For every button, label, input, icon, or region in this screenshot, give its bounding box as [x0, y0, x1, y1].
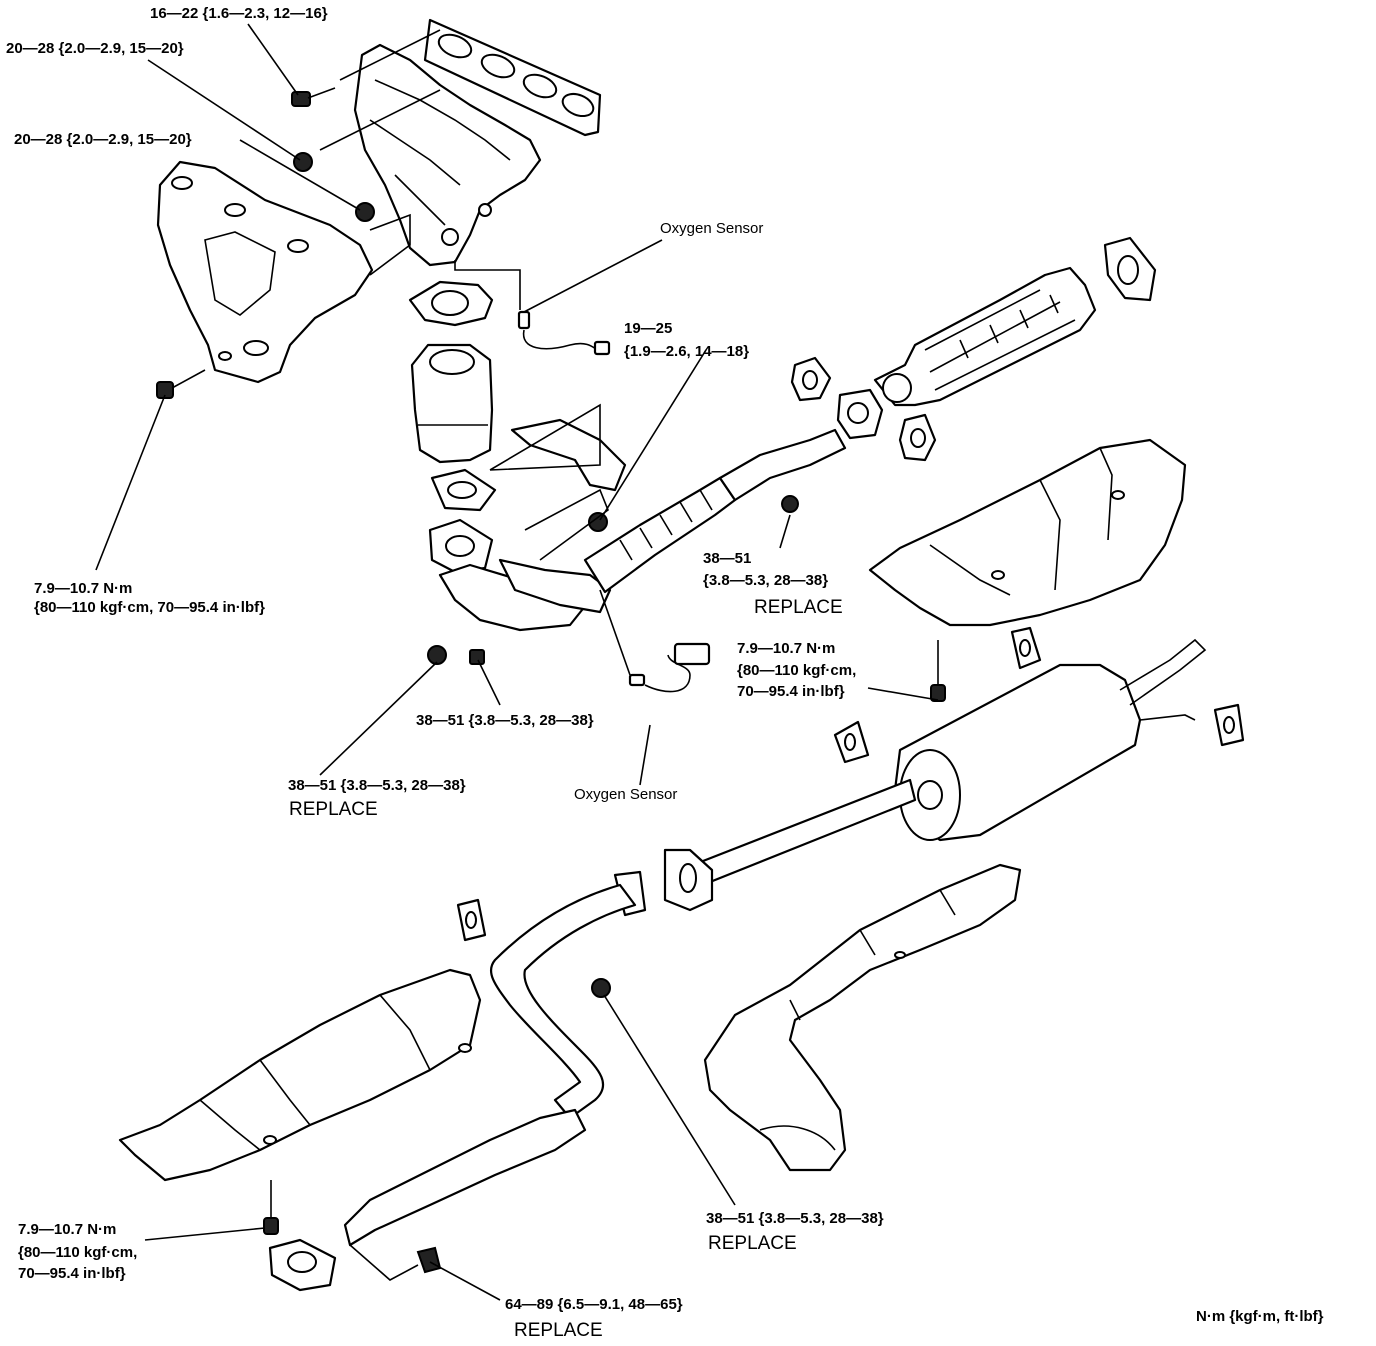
- manifold-gasket: [425, 20, 600, 135]
- torque-label-rear-flange-nut: 64—89 {6.5—9.1, 48—65}: [505, 1296, 683, 1313]
- replace-note-rear-flange-nut: REPLACE: [514, 1320, 603, 1341]
- flange-gaskets: [792, 238, 1155, 460]
- oxygen-sensor-label-upper: Oxygen Sensor: [660, 220, 764, 237]
- flexible-pipe: [585, 430, 845, 592]
- pipe-nut: [592, 979, 610, 997]
- oxygen-sensor-label-lower: Oxygen Sensor: [574, 786, 678, 803]
- catalytic-converter: [875, 268, 1095, 405]
- torque-label-converter-nut-line2: {3.8—5.3, 28—38}: [703, 572, 829, 589]
- leader-lines: [96, 24, 938, 1300]
- oxygen-sensor-upper: [519, 312, 609, 354]
- converter-heat-shield: [870, 440, 1185, 701]
- torque-label-manifold-nut: 20—28 {2.0—2.9, 15—20}: [6, 40, 184, 57]
- torque-label-bracket-line1: 19—25: [624, 320, 673, 337]
- torque-label-front-pipe-nut: 38—51 {3.8—5.3, 28—38}: [288, 777, 466, 794]
- torque-label-converter-nut-line1: 38—51: [703, 550, 752, 567]
- torque-label-manifold-stud: 20—28 {2.0—2.9, 15—20}: [14, 131, 192, 148]
- torque-label-heat-shield-line1: 7.9—10.7 N·m: [34, 580, 133, 597]
- torque-label-front-pipe-bolt: 38—51 {3.8—5.3, 28—38}: [416, 712, 594, 729]
- manifold-heat-shield: [158, 162, 372, 382]
- pipe-bracket: [512, 420, 625, 531]
- torque-label-shield-bolt-line3: 70—95.4 in·lbf}: [737, 683, 845, 700]
- muffler: [895, 640, 1205, 840]
- lower-heat-shield: [120, 970, 480, 1234]
- front-pipe: [428, 520, 610, 664]
- replace-note-converter-nut: REPLACE: [754, 597, 843, 618]
- torque-label-bracket-line2: {1.9—2.6, 14—18}: [624, 343, 750, 360]
- oxygen-sensor-lower: [630, 644, 709, 692]
- torque-label-lower-shield-line2: {80—110 kgf·cm,: [18, 1244, 138, 1261]
- units-legend: N·m {kgf·m, ft·lbf}: [1196, 1308, 1324, 1325]
- torque-label-lower-shield-line3: 70—95.4 in·lbf}: [18, 1265, 126, 1282]
- replace-note-middle-pipe-nut: REPLACE: [708, 1233, 797, 1254]
- front-catalyst: [410, 282, 495, 510]
- exhaust-manifold: [355, 45, 540, 265]
- torque-label-lower-shield-line1: 7.9—10.7 N·m: [18, 1221, 117, 1238]
- torque-label-manifold-bolt: 16—22 {1.6—2.3, 12—16}: [150, 5, 328, 22]
- torque-label-shield-bolt-line2: {80—110 kgf·cm,: [737, 662, 857, 679]
- middle-pipe: [615, 780, 915, 915]
- torque-label-middle-pipe-nut: 38—51 {3.8—5.3, 28—38}: [706, 1210, 884, 1227]
- replace-note-front-pipe-nut: REPLACE: [289, 799, 378, 820]
- rear-heat-shield: [705, 865, 1020, 1170]
- rubber-hangers: [458, 628, 1243, 940]
- presilencer-pipe: [270, 885, 635, 1290]
- manifold-bolts: [157, 88, 374, 398]
- torque-label-heat-shield-line2: {80—110 kgf·cm, 70—95.4 in·lbf}: [34, 599, 265, 616]
- torque-label-shield-bolt-line1: 7.9—10.7 N·m: [737, 640, 836, 657]
